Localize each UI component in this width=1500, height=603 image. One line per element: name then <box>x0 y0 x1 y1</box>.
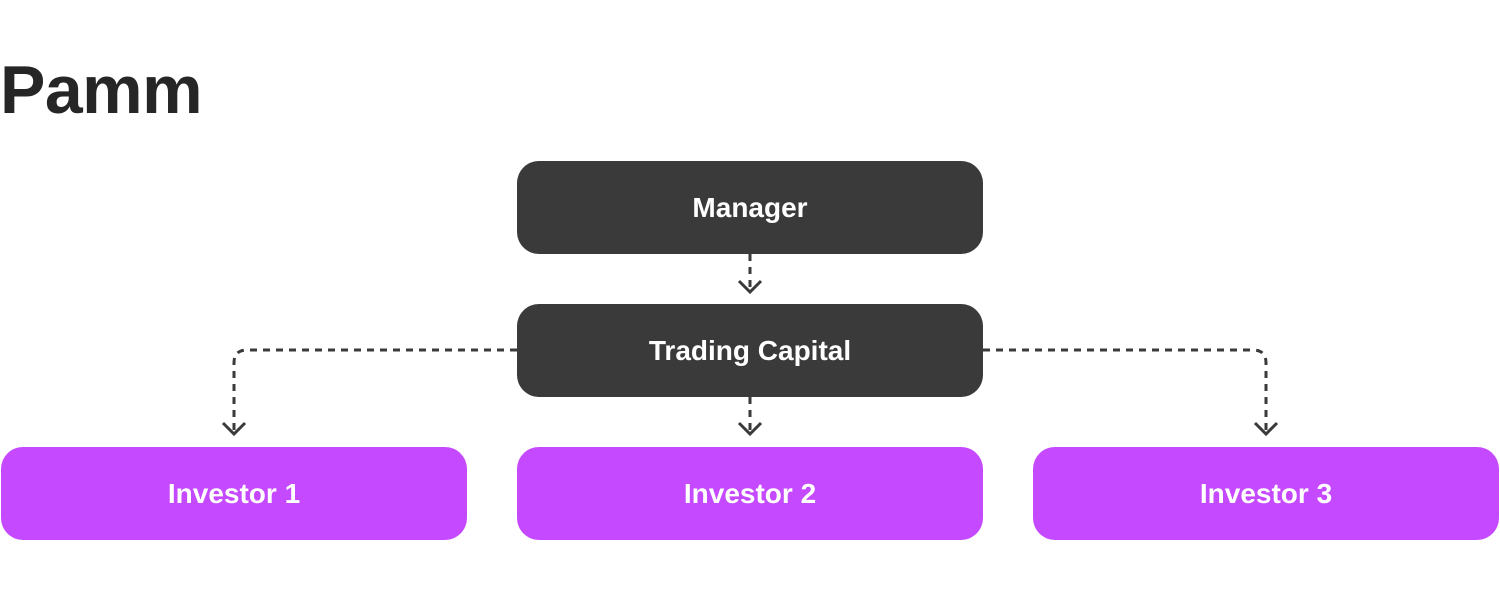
node-manager-label: Manager <box>692 191 808 223</box>
node-manager: Manager <box>517 161 983 254</box>
node-investor-1-label: Investor 1 <box>167 477 301 509</box>
arrowhead-investor-2 <box>737 421 763 437</box>
arrowhead-investor-3 <box>1253 421 1279 437</box>
node-investor-1: Investor 1 <box>1 447 467 540</box>
node-investor-2: Investor 2 <box>517 447 983 540</box>
node-trading-capital: Trading Capital <box>517 304 983 397</box>
node-investor-2-label: Investor 2 <box>683 477 817 509</box>
edge-trading-capital-to-investor-3 <box>983 348 1268 431</box>
diagram-title: Pamm <box>0 52 203 128</box>
arrowhead-trading-capital <box>737 279 763 295</box>
arrowhead-investor-1 <box>221 421 247 437</box>
edge-trading-capital-to-investor-1 <box>232 348 517 431</box>
node-investor-3: Investor 3 <box>1033 447 1499 540</box>
node-trading-capital-label: Trading Capital <box>648 334 852 366</box>
node-investor-3-label: Investor 3 <box>1199 477 1333 509</box>
